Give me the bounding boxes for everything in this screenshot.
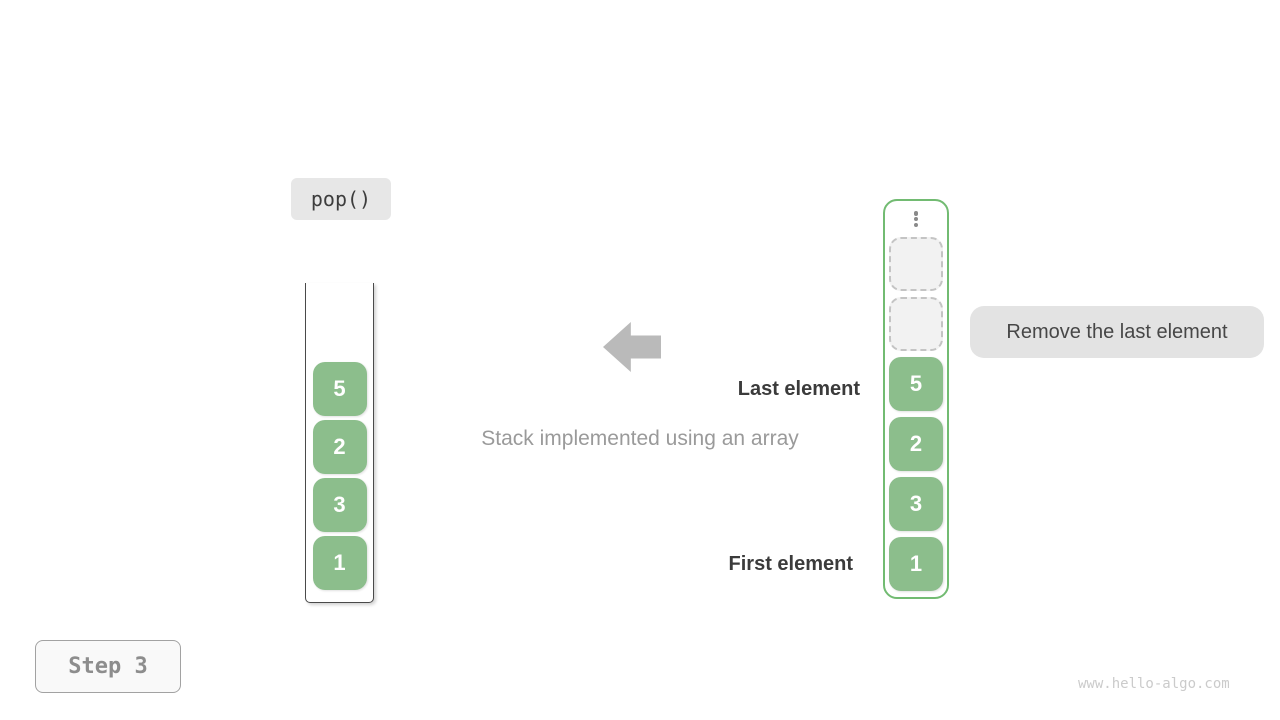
stack-item: 1	[312, 536, 367, 590]
operation-badge: pop()	[291, 178, 391, 220]
action-note: Remove the last element	[970, 306, 1264, 358]
array-item: 1	[889, 537, 943, 591]
dot	[913, 216, 919, 222]
stack-item: 5	[312, 362, 367, 416]
left-arrow-icon	[603, 322, 661, 372]
diagram-caption: Stack implemented using an array	[481, 427, 799, 450]
vertical-ellipsis-icon	[913, 211, 919, 227]
stack-item: 2	[312, 420, 367, 474]
array-item: 2	[889, 417, 943, 471]
last-element-label: Last element	[737, 378, 860, 400]
array-item: 5	[889, 357, 943, 411]
array-item: 3	[889, 477, 943, 531]
empty-array-slot	[889, 237, 943, 291]
first-element-label: First element	[728, 553, 853, 575]
dot	[913, 211, 919, 216]
empty-array-slot	[889, 297, 943, 351]
dot	[913, 222, 919, 227]
array-container: 5 2 3 1	[883, 199, 949, 599]
watermark: www.hello-algo.com	[1078, 676, 1230, 692]
stack-container: 5 2 3 1	[305, 283, 374, 603]
step-badge: Step 3	[35, 640, 181, 693]
stack-item: 3	[312, 478, 367, 532]
